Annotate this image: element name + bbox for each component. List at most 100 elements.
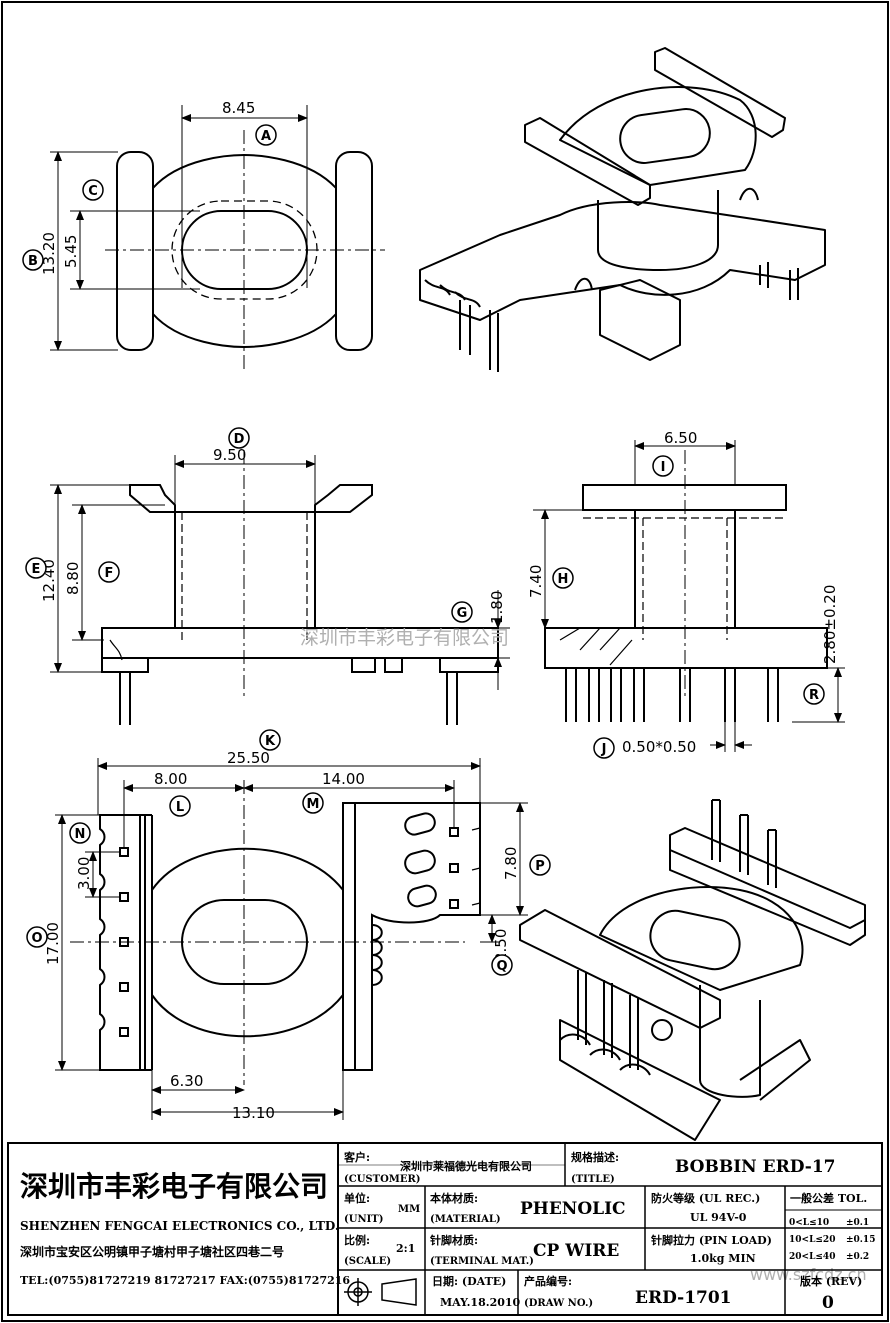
callout-circle-r <box>803 683 825 705</box>
dim-side-width: 6.50 <box>664 429 697 447</box>
callout-circle-m <box>302 792 324 814</box>
unit-label-en: (UNIT) <box>344 1214 383 1225</box>
callout-circle-p <box>529 854 551 876</box>
dim-top-height: 13.20 <box>40 232 58 275</box>
tol-value-1: ±0.1 <box>846 1218 869 1228</box>
callout-circle-i <box>652 455 674 477</box>
customer-label: 客户: <box>343 1150 370 1164</box>
callout-label-h: H <box>558 572 569 587</box>
dim-front-width: 9.50 <box>213 446 246 464</box>
callout-circle-o <box>26 926 48 948</box>
material-value: PHENOLIC <box>520 1199 626 1219</box>
bottom-view <box>99 802 481 1071</box>
dim-bottom-total: 25.50 <box>227 749 270 767</box>
dim-bottom-x2: 13.10 <box>232 1104 275 1122</box>
side-view-dims <box>533 440 845 752</box>
rev-value: 0 <box>822 1293 834 1313</box>
scale-label-en: (SCALE) <box>344 1256 391 1267</box>
tol-value-3: ±0.2 <box>846 1252 869 1262</box>
company-name-cn: 深圳市丰彩电子有限公司 <box>20 1170 328 1203</box>
unit-label: 单位: <box>344 1191 370 1205</box>
callout-circle-q <box>491 954 513 976</box>
callout-label-m: M <box>307 797 320 812</box>
company-contact: TEL:(0755)81727219 81727217 FAX:(0755)81… <box>20 1274 350 1287</box>
callout-circle-h <box>552 567 574 589</box>
dim-front-inner: 8.80 <box>64 562 82 595</box>
material-label-en: (MATERIAL) <box>430 1214 501 1225</box>
dim-top-width: 8.45 <box>222 99 255 117</box>
terminal-value: CP WIRE <box>533 1241 619 1261</box>
callout-label-n: N <box>75 827 86 842</box>
callout-circle-b <box>22 249 44 271</box>
company-address: 深圳市宝安区公明镇甲子塘村甲子塘社区四巷二号 <box>20 1244 284 1259</box>
title-value: BOBBIN ERD-17 <box>675 1157 836 1177</box>
title-label-en: (TITLE) <box>571 1174 615 1185</box>
callout-label-f: F <box>105 566 114 581</box>
dim-side-height: 7.40 <box>527 565 545 598</box>
rev-label: 版本 (REV) <box>800 1274 862 1288</box>
terminal-label-en: (TERMINAL MAT.) <box>430 1256 534 1267</box>
watermark: 深圳市丰彩电子有限公司 <box>300 627 509 649</box>
title-block <box>7 1142 883 1316</box>
customer-value: 深圳市莱福德光电有限公司 <box>400 1159 532 1173</box>
dim-bottom-slot: 7.80 <box>502 847 520 880</box>
dim-side-pin-size: 0.50*0.50 <box>622 738 696 756</box>
callout-label-k: K <box>265 734 276 749</box>
callout-label-p: P <box>535 859 545 874</box>
projection-symbol <box>344 1278 417 1306</box>
callout-circle-g <box>451 601 473 623</box>
dim-bottom-pitch: 3.00 <box>75 857 93 890</box>
date-value: MAY.18.2010 <box>440 1296 521 1309</box>
date-label: 日期: (DATE) <box>432 1274 506 1288</box>
callout-circle-f <box>98 561 120 583</box>
scale-label: 比例: <box>344 1233 370 1247</box>
customer-label-en: (CUSTOMER) <box>344 1174 421 1185</box>
unit-value: MM <box>398 1204 420 1215</box>
scale-value: 2:1 <box>396 1242 415 1255</box>
company-name-en: SHENZHEN FENGCAI ELECTRONICS CO., LTD. <box>20 1219 339 1233</box>
callout-label-e: E <box>32 562 41 577</box>
callout-label-o: O <box>31 931 42 946</box>
tol-range-3: 20<L≤40 <box>789 1252 835 1262</box>
tol-label: 一般公差 TOL. <box>790 1191 867 1205</box>
dim-top-inner: 5.45 <box>62 235 80 268</box>
flame-label: 防火等级 (UL REC.) <box>651 1191 760 1205</box>
callout-circle-a <box>255 124 277 146</box>
callout-circle-c <box>82 179 104 201</box>
callout-label-q: Q <box>496 959 507 974</box>
dim-bottom-height: 17.00 <box>44 922 62 965</box>
callout-label-a: A <box>261 129 271 144</box>
tol-range-2: 10<L≤20 <box>789 1235 835 1245</box>
callout-label-d: D <box>234 432 245 447</box>
callout-circle-n <box>69 822 91 844</box>
dim-bottom-left: 8.00 <box>154 770 187 788</box>
dim-side-pin: 2.80±0.20 <box>821 585 839 664</box>
callout-label-b: B <box>28 254 38 269</box>
side-view <box>544 484 828 722</box>
terminal-label: 针脚材质: <box>430 1233 478 1247</box>
callout-circle-k <box>259 729 281 751</box>
bottom-view-dims <box>55 758 528 1120</box>
callout-circle-j <box>593 737 615 759</box>
drawno-value: ERD-1701 <box>635 1288 732 1308</box>
callout-label-g: G <box>457 606 468 621</box>
pinload-value: 1.0kg MIN <box>690 1252 756 1265</box>
front-view <box>101 484 499 725</box>
callout-label-j: J <box>601 742 607 757</box>
title-label: 规格描述: <box>571 1150 619 1164</box>
flame-value: UL 94V-0 <box>690 1211 747 1224</box>
drawno-label: 产品编号: <box>524 1274 572 1288</box>
dim-bottom-right: 14.00 <box>322 770 365 788</box>
callout-circle-e <box>25 557 47 579</box>
callout-label-r: R <box>809 688 819 703</box>
iso-view-top <box>419 47 826 372</box>
iso-view-bottom <box>519 799 866 1141</box>
dim-front-flange: 1.80 <box>488 591 506 624</box>
callout-label-c: C <box>88 184 98 199</box>
dim-bottom-slot-b: 2.50 <box>492 929 510 962</box>
callout-circle-d <box>228 427 250 449</box>
material-label: 本体材质: <box>430 1191 478 1205</box>
